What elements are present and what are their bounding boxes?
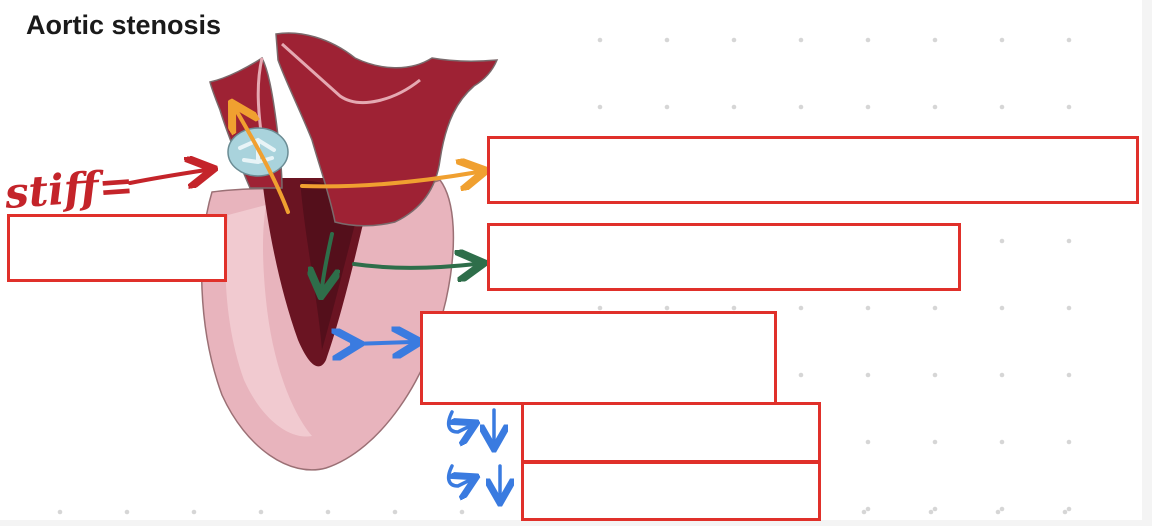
page-edge-right [1142, 0, 1152, 526]
grid-dot [932, 104, 938, 110]
answer-box-consequence-2[interactable] [521, 461, 821, 521]
grid-dot [1066, 238, 1072, 244]
grid-dot [1066, 439, 1072, 445]
blue-double-arrow [352, 342, 412, 344]
grid-dot [865, 506, 871, 512]
answer-box-consequence-1[interactable] [521, 402, 821, 463]
pulmonary-trunk [275, 32, 499, 227]
grid-dot [932, 37, 938, 43]
grid-dot [325, 509, 331, 515]
answer-box-outflow[interactable] [487, 136, 1139, 204]
grid-dot [798, 104, 804, 110]
grid-dot [999, 372, 1005, 378]
grid-dot [932, 439, 938, 445]
blue-hook-2 [446, 464, 470, 486]
grid-dot [597, 104, 603, 110]
grid-dot [999, 506, 1005, 512]
grid-dot [861, 509, 867, 515]
green-arrow-right [352, 264, 476, 268]
grid-dot [995, 509, 1001, 515]
blue-hook-1 [446, 410, 470, 432]
answer-box-valve[interactable] [7, 214, 227, 282]
grid-dot [1066, 305, 1072, 311]
handwritten-stiff-label: stiff= [2, 160, 135, 218]
grid-dot [664, 305, 670, 311]
grid-dot [999, 37, 1005, 43]
orange-arrow-right [300, 172, 478, 186]
grid-dot [865, 439, 871, 445]
grid-dot [932, 305, 938, 311]
grid-dot [928, 509, 934, 515]
grid-dot [57, 509, 63, 515]
ventricle-highlight [225, 205, 312, 437]
grid-dot [999, 305, 1005, 311]
page-edge-bottom [0, 520, 1152, 526]
grid-dot [191, 509, 197, 515]
grid-dot [865, 372, 871, 378]
grid-dot [664, 37, 670, 43]
grid-dot [999, 238, 1005, 244]
grid-dot [392, 509, 398, 515]
grid-dot [597, 37, 603, 43]
pulmonary-lining [281, 42, 421, 104]
grid-dot [932, 506, 938, 512]
grid-dot [798, 37, 804, 43]
answer-box-wall[interactable] [420, 311, 777, 405]
grid-dot [731, 305, 737, 311]
grid-dot [798, 372, 804, 378]
grid-dot [1066, 104, 1072, 110]
grid-dot [1066, 372, 1072, 378]
grid-dot [798, 305, 804, 311]
red-arrow-to-valve [128, 170, 206, 183]
grid-dot [731, 37, 737, 43]
grid-dot [999, 104, 1005, 110]
grid-dot [932, 372, 938, 378]
grid-dot [865, 104, 871, 110]
grid-dot [459, 509, 465, 515]
orange-arrow-up [236, 110, 290, 214]
grid-dot [731, 104, 737, 110]
grid-dot [1062, 509, 1068, 515]
grid-dot [597, 305, 603, 311]
grid-dot [1066, 37, 1072, 43]
grid-dot [258, 509, 264, 515]
grid-dot [664, 104, 670, 110]
grid-dot [124, 509, 130, 515]
page-title: Aortic stenosis [26, 10, 222, 40]
grid-dot [999, 439, 1005, 445]
grid-dot [865, 37, 871, 43]
answer-box-lv-pressure[interactable] [487, 223, 961, 291]
grid-dot [1066, 506, 1072, 512]
grid-dot [865, 305, 871, 311]
green-arrow-down [322, 232, 332, 288]
